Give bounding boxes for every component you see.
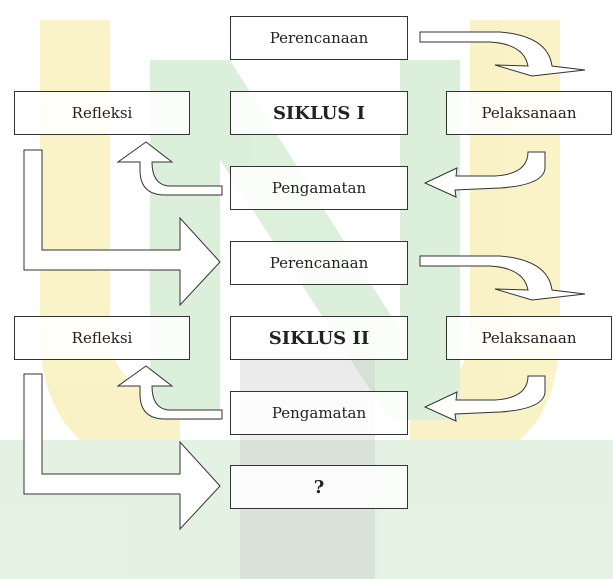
- arrow-reflect-to-next: [23, 373, 221, 531]
- arrow-act-to-observe-2: [423, 375, 546, 422]
- arrow-plan-to-act-2: [419, 255, 586, 301]
- arrow-plan-to-act-1: [419, 31, 586, 77]
- observe-box-2: Pengamatan: [230, 391, 408, 435]
- arrow-act-to-observe-1: [423, 151, 546, 198]
- plan-box-2: Perencanaan: [230, 241, 408, 285]
- observe-box-1: Pengamatan: [230, 166, 408, 210]
- cycle-title-2: SIKLUS II: [230, 316, 408, 360]
- next-cycle-box: ?: [230, 465, 408, 509]
- act-box-1: Pelaksanaan: [446, 91, 612, 135]
- arrow-observe-to-reflect-1: [116, 141, 223, 196]
- reflect-box-2: Refleksi: [14, 316, 190, 360]
- reflect-box-1: Refleksi: [14, 91, 190, 135]
- cycle-title-1: SIKLUS I: [230, 91, 408, 135]
- arrow-reflect-to-plan-2: [23, 149, 221, 307]
- plan-box-1: Perencanaan: [230, 16, 408, 60]
- arrow-observe-to-reflect-2: [116, 365, 223, 420]
- act-box-2: Pelaksanaan: [446, 316, 612, 360]
